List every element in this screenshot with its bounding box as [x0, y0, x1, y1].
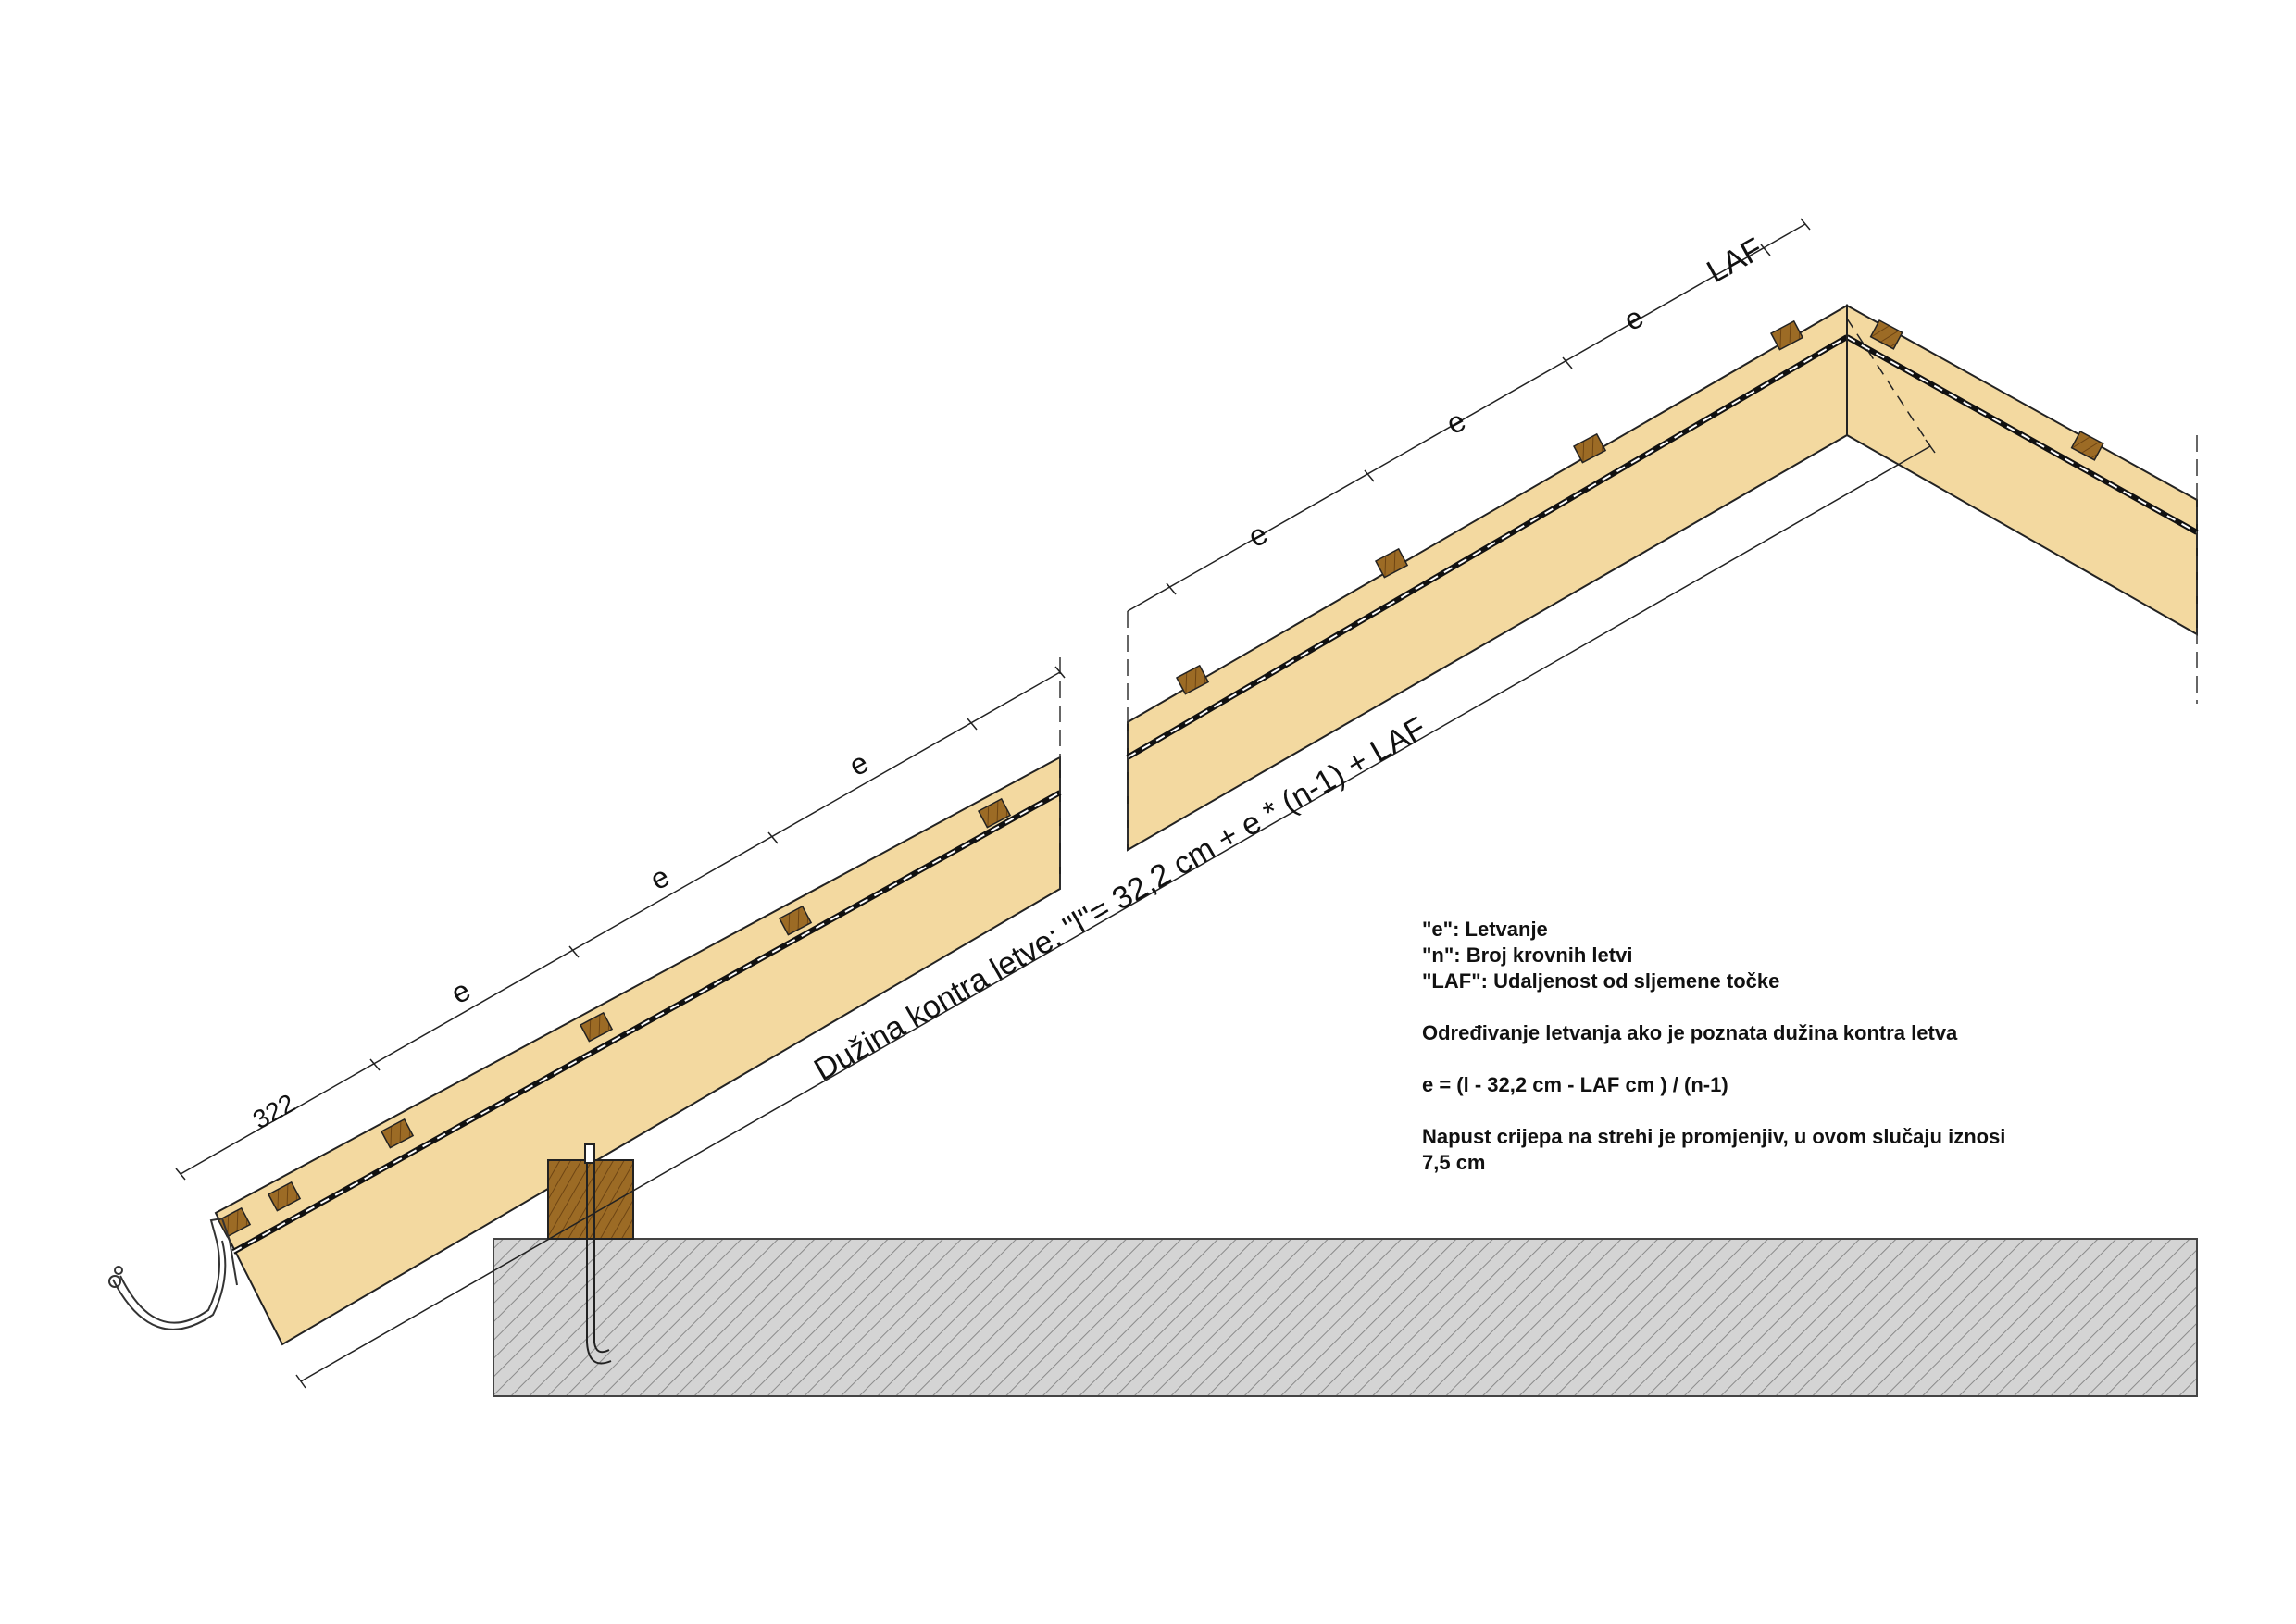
- notes-heading: Određivanje letvanja ako je poznata duži…: [1422, 1021, 1958, 1044]
- notes-formula: e = (l - 32,2 cm - LAF cm ) / (n-1): [1422, 1073, 1728, 1096]
- membrane-lower-dash: [232, 792, 1061, 1253]
- wall-hatched: [493, 1238, 2198, 1397]
- spacing-label: e: [445, 973, 476, 1010]
- dimension-lower: [175, 666, 1066, 1181]
- roof-slab-right: [1846, 304, 2198, 636]
- dimension-upper: [1127, 218, 1811, 612]
- membrane-upper-dash: [1127, 336, 1848, 758]
- batten: [977, 797, 1012, 829]
- notes-overhang-line1: Napust crijepa na strehi je promjenjiv, …: [1422, 1125, 2006, 1148]
- batten: [1175, 664, 1210, 695]
- batten: [1374, 547, 1409, 579]
- gutter: [108, 1217, 238, 1330]
- batten: [579, 1011, 614, 1043]
- spacing-label: e: [1618, 300, 1649, 337]
- legend-n: "n": Broj krovnih letvi: [1422, 943, 1633, 967]
- laf-label: LAF: [1701, 231, 1768, 290]
- batten: [1572, 432, 1607, 464]
- ridge-diagonal-dashed: [1846, 318, 1931, 447]
- spacing-label: e: [1242, 517, 1273, 554]
- roof-slab-upper: [1127, 304, 1848, 852]
- first-spacing-label: 322: [248, 1088, 300, 1134]
- spacing-label: e: [644, 859, 675, 896]
- dimension-counter-batten: [295, 439, 1936, 1389]
- legend-notes: "e": Letvanje "n": Broj krovnih letvi "L…: [1422, 917, 2255, 1176]
- batten: [778, 905, 813, 936]
- spacing-label: e: [843, 745, 874, 782]
- batten: [1769, 319, 1804, 351]
- membrane-right-dash: [1846, 336, 2198, 533]
- legend-e: "e": Letvanje: [1422, 918, 1548, 941]
- batten: [1869, 319, 1903, 350]
- batten: [380, 1118, 415, 1149]
- battens: [217, 319, 2104, 1238]
- notes-overhang-line2: 7,5 cm: [1422, 1151, 1486, 1174]
- batten: [2070, 430, 2104, 461]
- wall-plate-block: [547, 1159, 634, 1240]
- batten: [267, 1181, 302, 1212]
- anchor-bolt: [584, 1143, 612, 1365]
- legend-laf: "LAF": Udaljenost od sljemene točke: [1422, 969, 1780, 993]
- spacing-label: e: [1441, 404, 1471, 441]
